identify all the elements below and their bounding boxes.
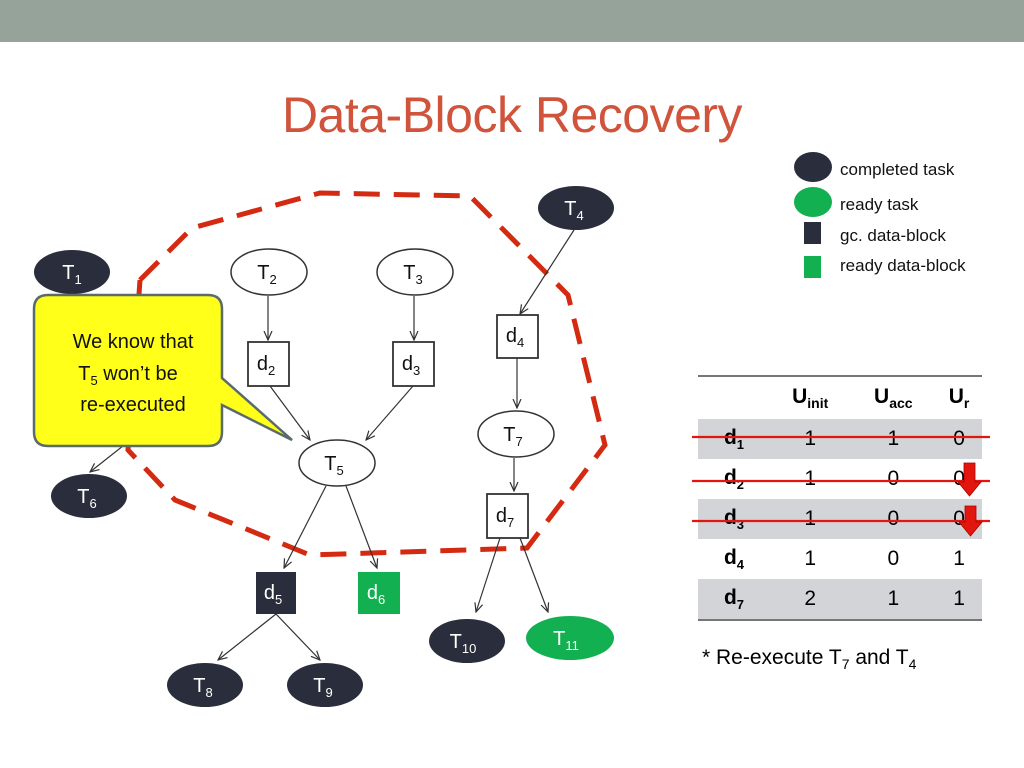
recovery-boundary [125, 190, 608, 558]
block-d4: d4 [496, 314, 539, 359]
block-d2: d2 [247, 341, 290, 387]
block-d5: d5 [256, 572, 296, 614]
svg-text:d4: d4 [506, 325, 524, 350]
task-t2: T2 [230, 248, 308, 296]
svg-text:d7: d7 [496, 505, 514, 530]
table-row: d3 1 0 0 [698, 499, 982, 539]
edge-d7-t10 [476, 537, 501, 612]
edges [90, 229, 575, 660]
table-row: d2 1 0 0 [723, 465, 965, 493]
table-row: d7 2 1 1 [698, 579, 982, 621]
re-execute-note: * Re-execute T7 and T4 [702, 646, 917, 673]
edge-t5-d6 [345, 485, 377, 568]
block-d6: d6 [358, 572, 400, 614]
block-d7: d7 [486, 493, 529, 539]
task-t5: T5 [298, 439, 376, 487]
table-header-u-acc: Uacc [850, 375, 937, 419]
callout-line-2: T5 won’t be [78, 363, 178, 388]
svg-text:T11: T11 [553, 628, 579, 653]
table-header-row: Uinit Uacc Ur [698, 375, 982, 419]
task-t1: T1 [34, 250, 110, 294]
edge-d3-t5 [366, 385, 414, 440]
ready-data-block-symbol-icon [804, 256, 821, 278]
table-row: d4 1 0 1 [723, 545, 965, 573]
svg-text:T9: T9 [313, 675, 332, 700]
svg-text:T7: T7 [503, 424, 522, 449]
svg-text:T6: T6 [77, 486, 96, 511]
svg-text:T1: T1 [62, 262, 81, 287]
edge-d2-t5 [269, 385, 310, 440]
task-t3: T3 [376, 248, 454, 296]
reference-count-table: Uinit Uacc Ur d1 1 1 0 d2 1 0 0 d3 1 0 0… [698, 375, 982, 621]
callout-bubble: We know that T5 won’t be re-executed [32, 293, 293, 448]
svg-text:T10: T10 [450, 631, 477, 656]
task-t6: T6 [51, 474, 127, 518]
svg-text:T5: T5 [324, 453, 343, 478]
ready-task-symbol-icon [794, 187, 832, 217]
svg-text:T8: T8 [193, 675, 212, 700]
callout-line-3: re-executed [80, 394, 186, 416]
edge-t5-d5 [284, 485, 327, 568]
edge-d5-t9 [275, 613, 320, 660]
slide-title: Data-Block Recovery [281, 87, 743, 143]
svg-text:T4: T4 [564, 198, 583, 223]
table-header-u-r: Ur [936, 375, 982, 419]
svg-text:T3: T3 [403, 262, 422, 287]
edge-d5-t8 [218, 613, 277, 660]
svg-text:d5: d5 [264, 582, 282, 607]
task-t11: T11 [526, 616, 614, 660]
task-t7: T7 [477, 410, 555, 458]
top-bar [0, 0, 1024, 42]
task-t9: T9 [287, 663, 363, 707]
svg-text:d3: d3 [402, 353, 420, 378]
block-d3: d3 [392, 341, 435, 387]
svg-text:d6: d6 [367, 582, 385, 607]
task-t10: T10 [429, 619, 505, 663]
callout-line-1: We know that [73, 331, 194, 353]
task-t8: T8 [167, 663, 243, 707]
edge-d7-t11 [519, 537, 548, 612]
table-row: d1 1 1 0 [698, 419, 982, 459]
svg-text:d2: d2 [257, 353, 275, 378]
task-t4: T4 [538, 186, 614, 230]
table-header-blank [698, 375, 770, 419]
table-header-u-init: Uinit [770, 375, 851, 419]
edge-t4-d4 [520, 229, 575, 314]
svg-text:T2: T2 [257, 262, 276, 287]
completed-task-symbol-icon [794, 152, 832, 182]
gc-data-block-symbol-icon [804, 222, 821, 244]
